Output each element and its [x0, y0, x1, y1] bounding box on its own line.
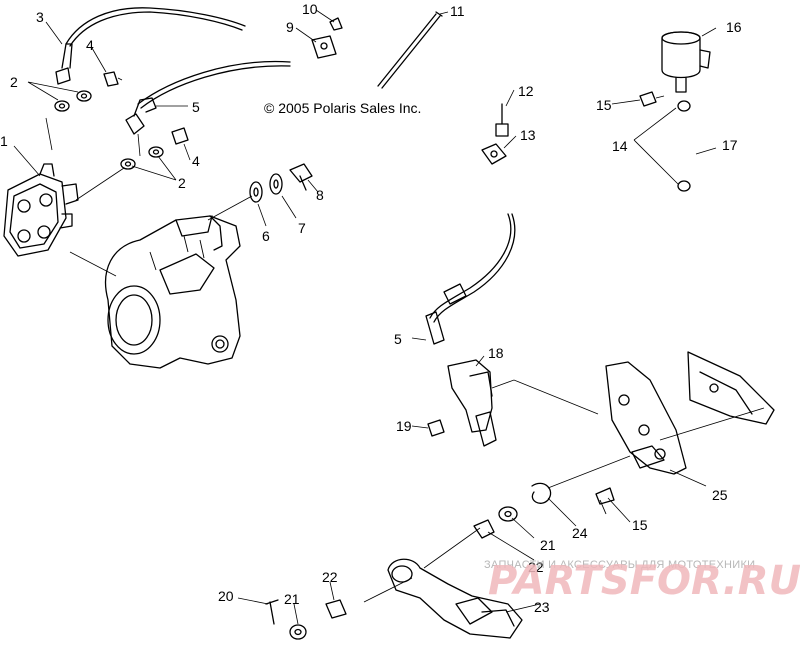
callout-2: 2: [178, 175, 186, 191]
callout-19: 19: [396, 418, 412, 434]
callout-3: 3: [36, 9, 44, 25]
callout-25: 25: [712, 487, 728, 503]
callout-4: 4: [86, 37, 94, 53]
callout-8: 8: [316, 187, 324, 203]
washer-set: [54, 90, 164, 170]
callout-15: 15: [596, 97, 612, 113]
callout-20: 20: [218, 588, 234, 604]
copyright-text: © 2005 Polaris Sales Inc.: [264, 100, 421, 116]
callout-21: 21: [540, 537, 556, 553]
callout-4: 4: [192, 153, 200, 169]
callout-2: 2: [10, 74, 18, 90]
callout-7: 7: [298, 220, 306, 236]
bolt-set: [103, 71, 189, 145]
callout-1: 1: [0, 133, 8, 149]
caliper-mount-hardware: [249, 163, 313, 203]
watermark-logo: PARTSFOR.RU: [488, 558, 800, 604]
callout-18: 18: [488, 345, 504, 361]
banjo-fitting-upper: [125, 97, 157, 135]
mount-plate-drawing: [605, 351, 775, 475]
line-clip-drawing: [311, 17, 343, 59]
callout-24: 24: [572, 525, 588, 541]
brake-line-middle: [137, 60, 291, 105]
pedal-hardware-lower: [265, 599, 347, 640]
callout-13: 13: [520, 127, 536, 143]
brake-pedal-drawing: [387, 558, 523, 639]
callout-22: 22: [322, 569, 338, 585]
callout-15: 15: [632, 517, 648, 533]
watermark: ЗАПЧАСТИ И АКСЕССУАРЫ ДЛЯ МОТОТЕХНИКИ PA…: [484, 558, 800, 604]
callout-5: 5: [192, 99, 200, 115]
brake-line-upper: [65, 7, 246, 45]
brake-bracket-casting: [104, 215, 241, 369]
callout-23: 23: [534, 599, 550, 615]
callout-10: 10: [302, 1, 318, 17]
brake-reservoir-drawing: [639, 31, 711, 192]
brake-line-upper-outline: [69, 11, 243, 47]
callout-5: 5: [394, 331, 402, 347]
watermark-tagline: ЗАПЧАСТИ И АКСЕССУАРЫ ДЛЯ МОТОТЕХНИКИ: [484, 559, 755, 571]
callout-6: 6: [262, 228, 270, 244]
master-cylinder-drawing: [427, 359, 497, 447]
brake-line-lower: [425, 213, 516, 345]
switch-fitting-drawing: [481, 103, 509, 165]
brake-caliper-drawing: [3, 163, 79, 257]
callout-16: 16: [726, 19, 742, 35]
callout-11: 11: [450, 3, 465, 19]
pivot-hardware: [473, 482, 615, 539]
callout-17: 17: [722, 137, 738, 153]
bleeder-screw-drawing: [55, 43, 73, 85]
callout-9: 9: [286, 19, 294, 35]
callout-21: 21: [284, 591, 300, 607]
callout-22: 22: [528, 559, 544, 575]
pushrod-drawing: [377, 11, 443, 89]
leader-lines: [13, 9, 765, 625]
callout-labels: 1 2 2 3 4 4 5 5 6 7 8 9 10 11 12 13 14 1…: [0, 1, 742, 615]
callout-12: 12: [518, 83, 534, 99]
callout-14: 14: [612, 138, 628, 154]
